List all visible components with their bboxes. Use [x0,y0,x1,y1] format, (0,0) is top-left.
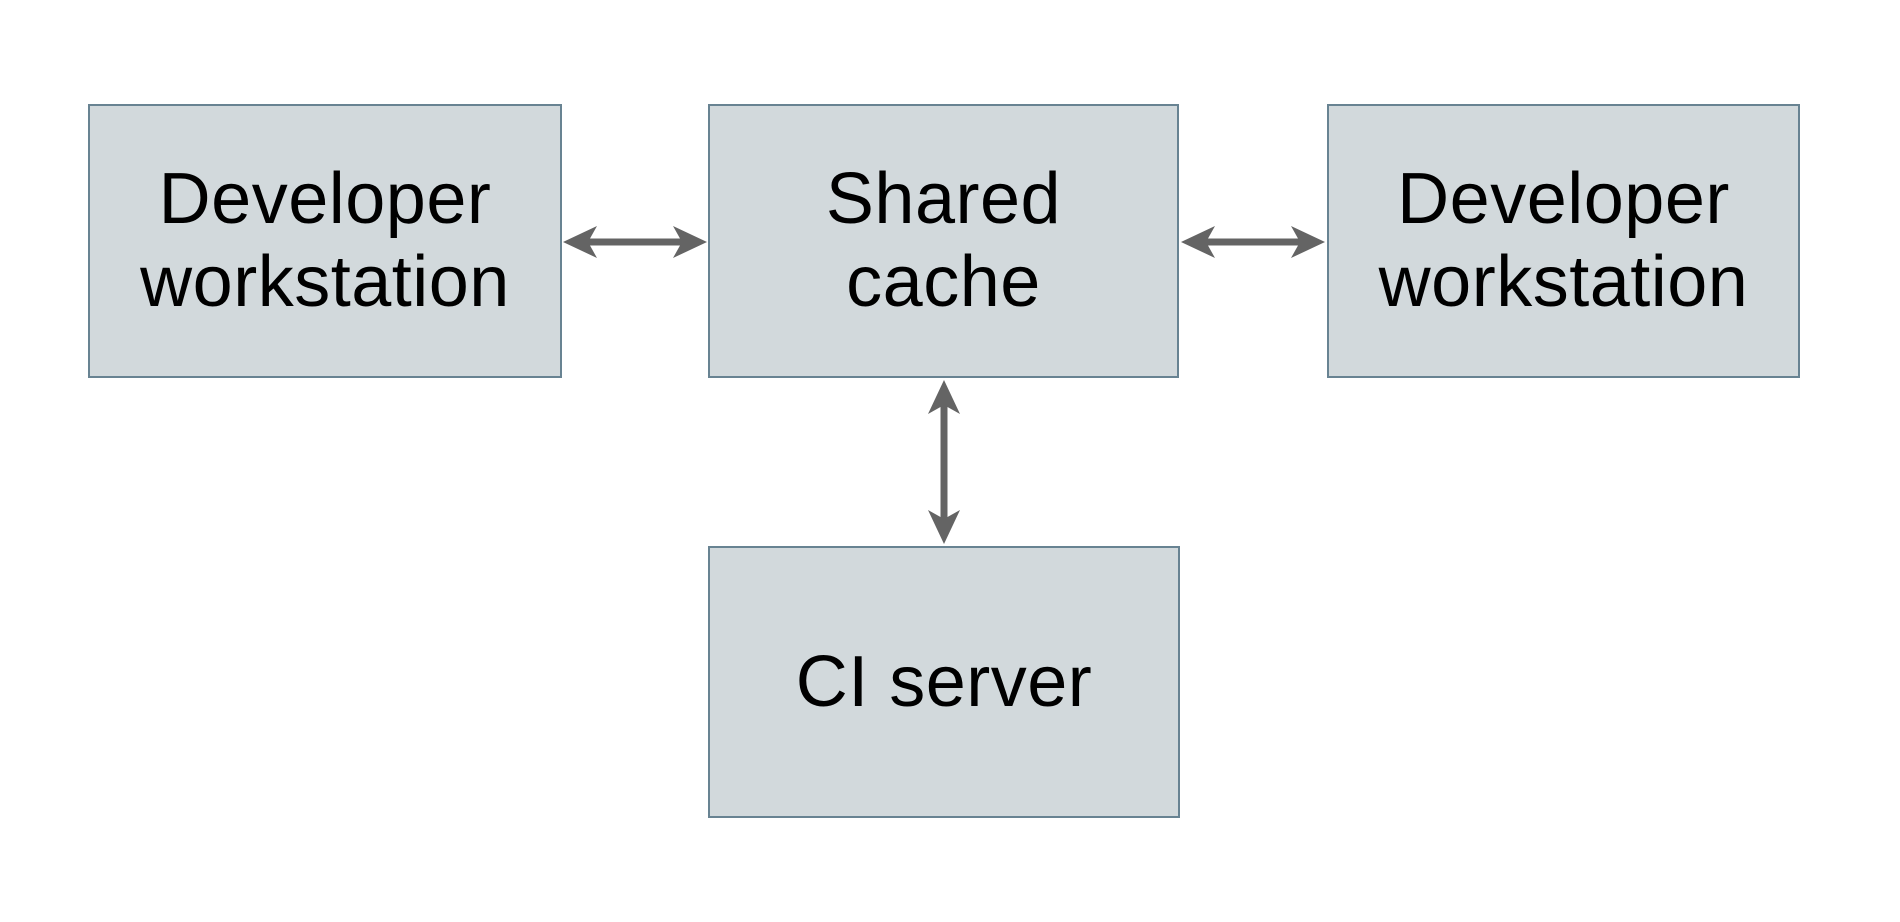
node-ci-server: CI server [708,546,1180,818]
bidirectional-arrow-cache-devright-icon [1181,226,1325,258]
node-label-shared-cache: Shared cache [825,159,1062,322]
node-label-developer-workstation-left: Developer workstation [140,159,510,322]
bidirectional-arrow-cache-ci-icon [928,380,960,544]
node-label-ci-server: CI server [795,641,1093,722]
node-developer-workstation-right: Developer workstation [1327,104,1800,378]
bidirectional-arrow-devleft-cache-icon [563,226,707,258]
node-shared-cache: Shared cache [708,104,1179,378]
node-developer-workstation-left: Developer workstation [88,104,562,378]
node-label-developer-workstation-right: Developer workstation [1378,159,1749,322]
